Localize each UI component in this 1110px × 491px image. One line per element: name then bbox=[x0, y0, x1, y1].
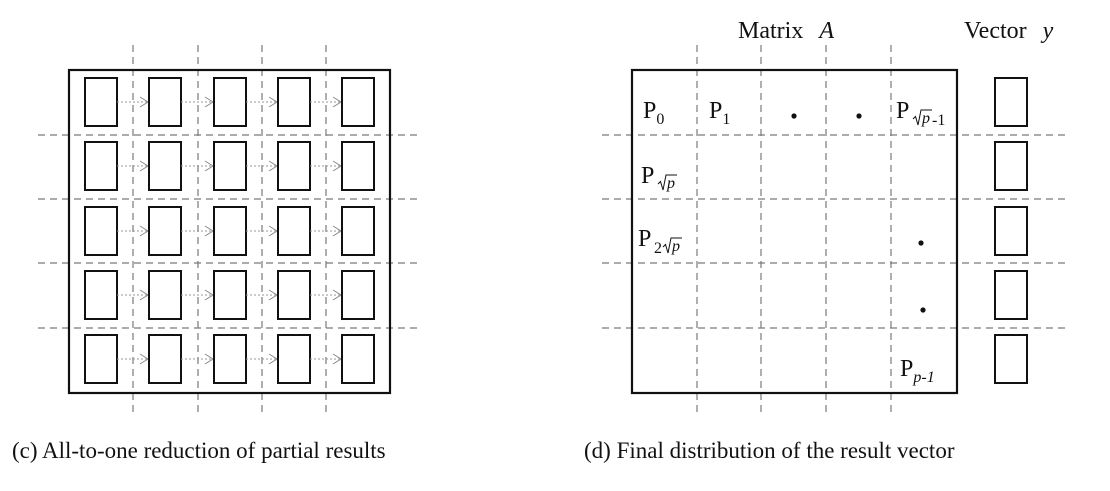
panel-c-frame bbox=[67, 68, 392, 395]
svg-text:2: 2 bbox=[654, 240, 662, 257]
matrix-a-frame bbox=[630, 68, 959, 395]
vector-y-block bbox=[994, 334, 1028, 384]
panel-c-caption: (c) All-to-one reduction of partial resu… bbox=[12, 438, 386, 463]
partial-result-block bbox=[341, 334, 375, 384]
partial-result-block bbox=[341, 206, 375, 256]
partial-result-block bbox=[213, 206, 247, 256]
partial-result-block bbox=[277, 206, 311, 256]
proc-label-p-last: Pp-1 bbox=[900, 356, 935, 386]
vector-label: Vector y bbox=[964, 18, 1054, 44]
partial-result-block bbox=[277, 77, 311, 127]
proc-label-p-sqrt-p-minus-1: P p -1 bbox=[896, 98, 945, 129]
partial-result-block bbox=[213, 141, 247, 191]
proc-label-p-sqrt-p: P p bbox=[641, 163, 677, 192]
panel-c-blocks bbox=[84, 77, 375, 384]
partial-result-block bbox=[341, 141, 375, 191]
ellipsis-dot-4 bbox=[920, 307, 926, 313]
vector-y-block bbox=[994, 77, 1028, 127]
partial-result-block bbox=[84, 334, 118, 384]
svg-text:p: p bbox=[671, 238, 680, 255]
partial-result-block bbox=[148, 141, 182, 191]
panel-d: Matrix A Vector y P0 P1 P p -1 P p P 2 p bbox=[584, 18, 1068, 463]
vector-y bbox=[994, 77, 1028, 384]
partial-result-block bbox=[148, 77, 182, 127]
partial-result-block bbox=[341, 77, 375, 127]
partial-result-block bbox=[341, 270, 375, 320]
partial-result-block bbox=[148, 334, 182, 384]
svg-text:p: p bbox=[921, 110, 930, 127]
partial-result-block bbox=[277, 334, 311, 384]
partial-result-block bbox=[277, 270, 311, 320]
svg-text:P: P bbox=[641, 163, 654, 189]
radical-sign-icon bbox=[662, 237, 682, 254]
partial-result-block bbox=[84, 77, 118, 127]
panel-c-grid-lines bbox=[38, 45, 422, 413]
vector-y-block bbox=[994, 206, 1028, 256]
panel-c: (c) All-to-one reduction of partial resu… bbox=[12, 45, 422, 463]
vector-y-block bbox=[994, 141, 1028, 191]
partial-result-block bbox=[277, 141, 311, 191]
radical-sign-icon bbox=[912, 109, 932, 126]
proc-label-p1: P1 bbox=[709, 98, 730, 128]
partial-result-block bbox=[148, 206, 182, 256]
partial-result-block bbox=[84, 206, 118, 256]
proc-label-p0: P0 bbox=[643, 98, 664, 128]
partial-result-block bbox=[213, 77, 247, 127]
partial-result-block bbox=[213, 270, 247, 320]
partial-result-block bbox=[84, 141, 118, 191]
radical-sign-icon bbox=[657, 174, 677, 191]
svg-text:-1: -1 bbox=[932, 112, 945, 129]
partial-result-block bbox=[84, 270, 118, 320]
ellipsis-dot-2 bbox=[856, 113, 862, 119]
partial-result-block bbox=[213, 334, 247, 384]
panel-d-caption: (d) Final distribution of the result vec… bbox=[584, 438, 955, 463]
matrix-label: Matrix A bbox=[738, 18, 834, 44]
vector-y-block bbox=[994, 270, 1028, 320]
svg-text:P: P bbox=[638, 226, 651, 252]
svg-text:p: p bbox=[666, 175, 675, 192]
partial-result-block bbox=[148, 270, 182, 320]
proc-label-p-2-sqrt-p: P 2 p bbox=[638, 226, 682, 257]
panel-d-grid-lines bbox=[602, 45, 1068, 413]
svg-text:P: P bbox=[896, 98, 909, 124]
ellipsis-dot-1 bbox=[791, 113, 797, 119]
ellipsis-dot-3 bbox=[918, 240, 924, 246]
